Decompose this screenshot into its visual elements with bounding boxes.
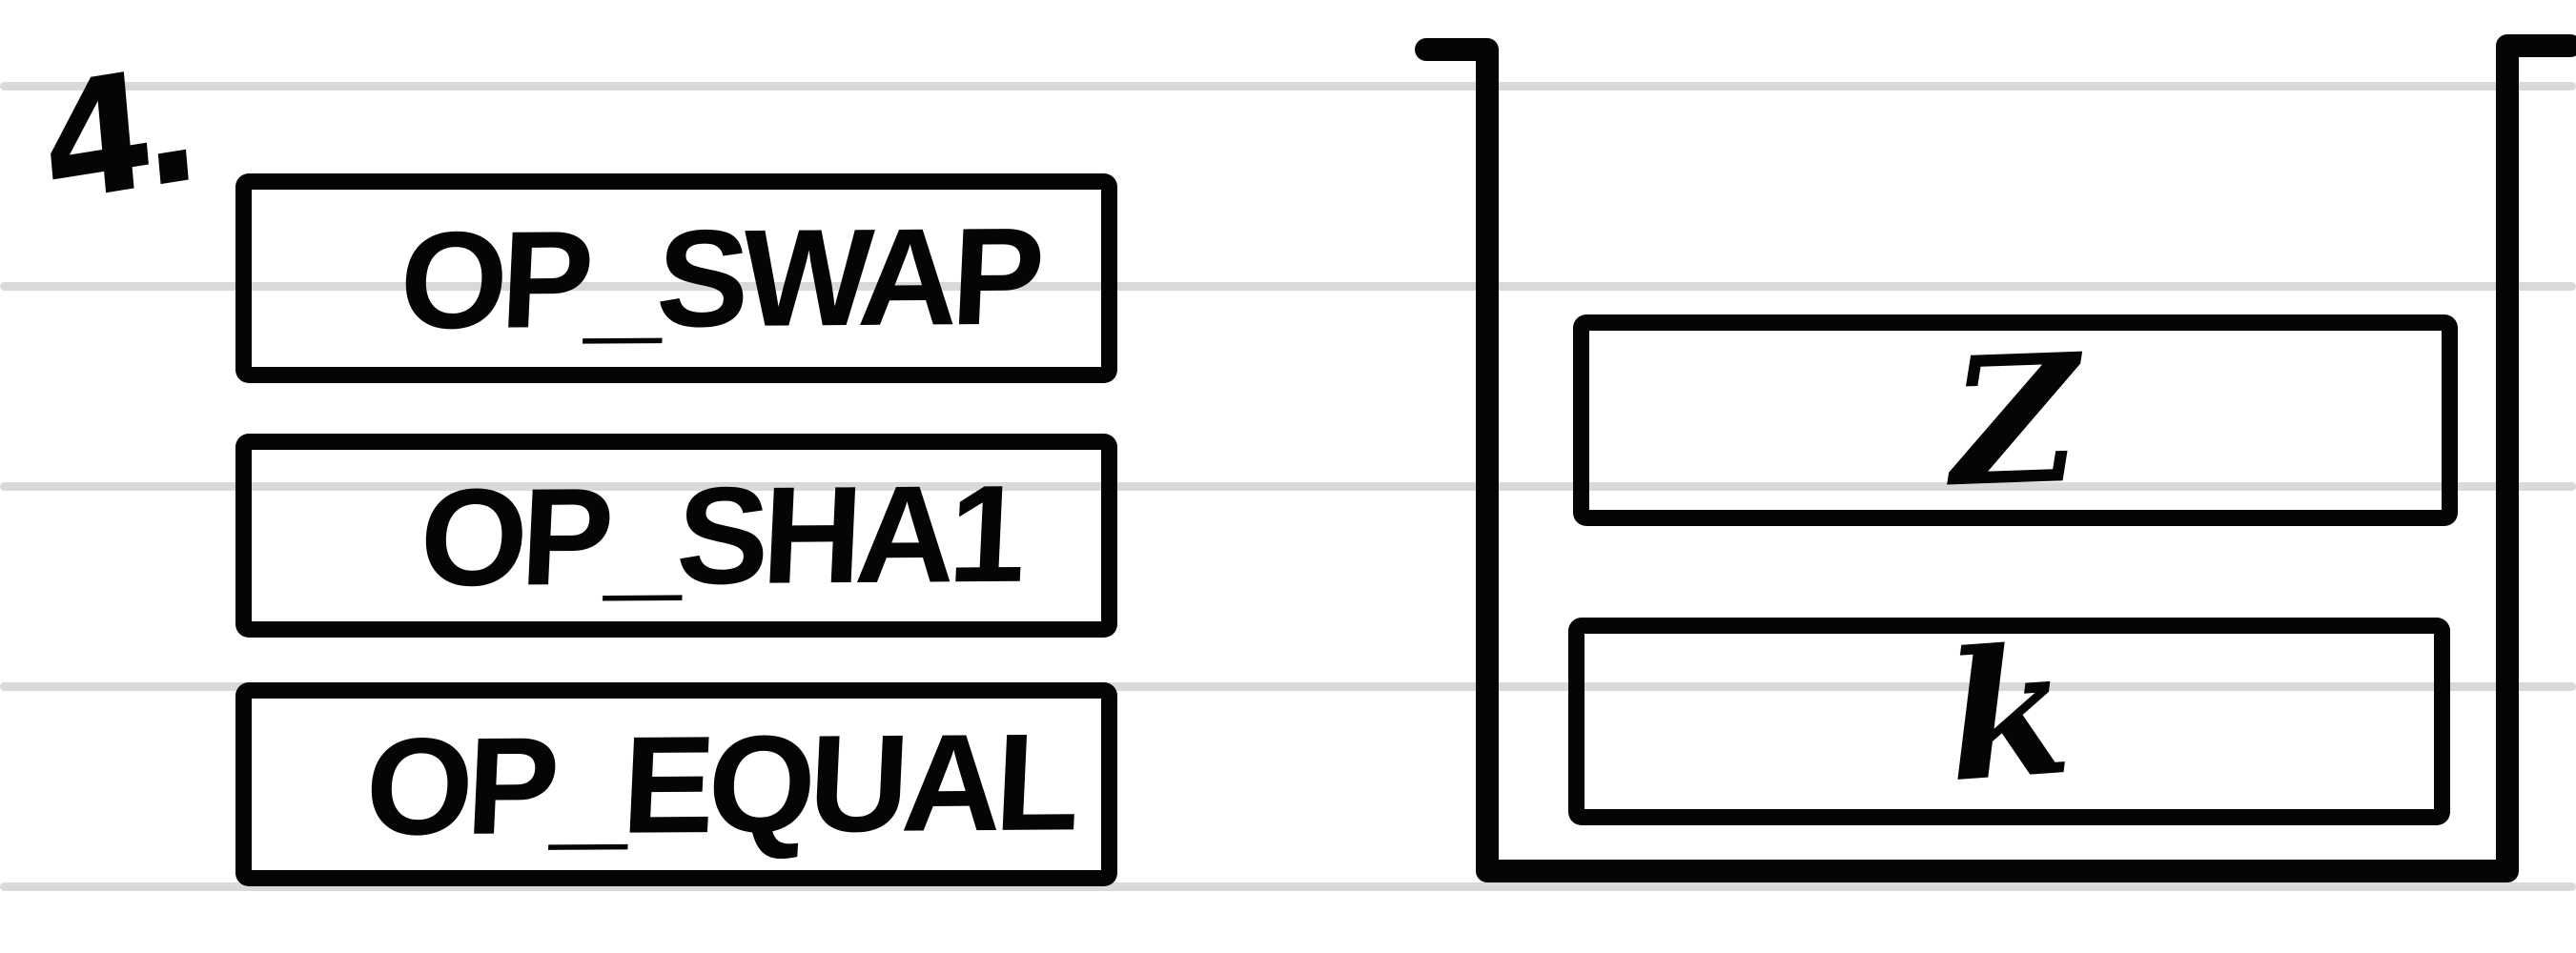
stack-item-label-k: k	[1940, 605, 2077, 821]
ruled-gridline	[0, 482, 2576, 491]
stack-item-label-z: Z	[1947, 314, 2084, 527]
opcode-label-op-equal: OP_EQUAL	[361, 703, 1077, 864]
opcode-label-op-swap: OP_SWAP	[397, 198, 1042, 357]
ruled-gridline	[0, 282, 2576, 291]
ruled-gridline	[0, 682, 2576, 691]
step-number: 4.	[34, 30, 195, 240]
opcode-box-op-sha1: OP_SHA1	[235, 434, 1117, 638]
stack-item-box-z: Z	[1573, 314, 2458, 526]
opcode-box-op-swap: OP_SWAP	[235, 173, 1117, 383]
ruled-gridline	[0, 82, 2576, 91]
opcode-label-op-sha1: OP_SHA1	[416, 456, 1023, 615]
ruled-gridline	[0, 882, 2576, 891]
opcode-box-op-equal: OP_EQUAL	[235, 682, 1117, 886]
stack-item-box-k: k	[1568, 605, 2450, 825]
